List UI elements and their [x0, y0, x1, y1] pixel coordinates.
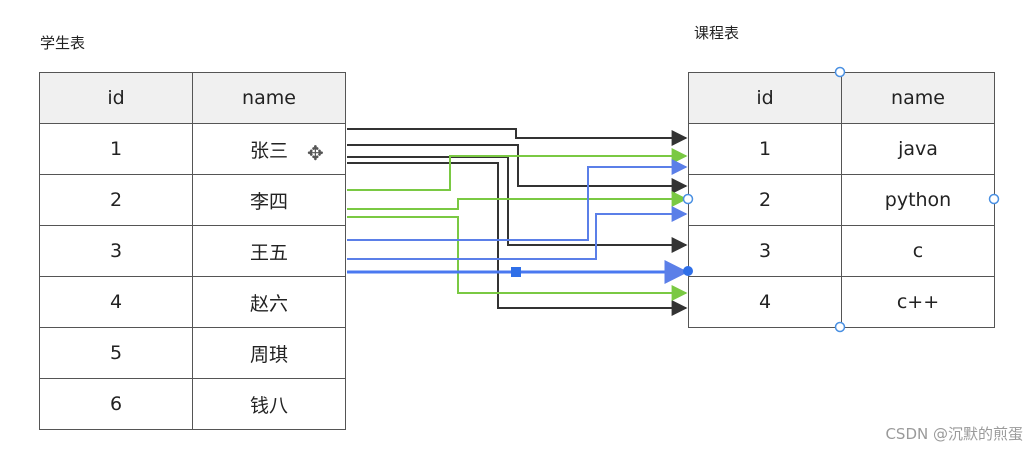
connector-midpoint-handle[interactable] — [511, 267, 521, 277]
move-icon: ✥ — [307, 141, 324, 165]
course-name-cell: c++ — [841, 276, 995, 328]
student-name-cell: 钱八 — [192, 378, 346, 430]
connector-student1-course2[interactable] — [347, 144, 688, 194]
table-row: 4 赵六 — [39, 276, 346, 328]
connector-student2-course2[interactable] — [347, 191, 688, 210]
table-row: 1 张三 — [39, 123, 346, 175]
course-id-cell: 3 — [688, 225, 842, 277]
column-header-name: name — [841, 72, 995, 124]
student-name-cell: 张三 — [192, 123, 346, 175]
student-id-cell: 4 — [39, 276, 193, 328]
student-name-cell: 李四 — [192, 174, 346, 226]
resize-handle-right[interactable] — [988, 193, 1000, 205]
connector-student1-course4[interactable] — [347, 162, 688, 316]
course-name-cell: java — [841, 123, 995, 175]
watermark: CSDN @沉默的煎蛋 — [885, 425, 1023, 443]
column-header-id: id — [39, 72, 193, 124]
student-table: id name 1 张三 2 李四 3 王五 4 赵六 5 周琪 6 钱八 — [39, 72, 346, 430]
table-row: 1 java — [688, 123, 995, 175]
connector-student3-course1[interactable] — [347, 159, 688, 241]
connector-student2-course1[interactable] — [347, 148, 688, 191]
course-table[interactable]: id name 1 java 2 python 3 c 4 c++ — [688, 72, 995, 328]
table-row: 6 钱八 — [39, 378, 346, 430]
table-header-row: id name — [39, 72, 346, 124]
course-id-cell: 4 — [688, 276, 842, 328]
table-row: 3 王五 — [39, 225, 346, 277]
student-id-cell: 6 — [39, 378, 193, 430]
connector-student1-course1[interactable] — [347, 128, 688, 146]
course-table-caption: 课程表 — [694, 24, 740, 42]
student-table-caption: 学生表 — [40, 34, 86, 52]
resize-handle-bottom[interactable] — [834, 321, 846, 333]
resize-handle-left[interactable] — [682, 193, 694, 205]
student-id-cell: 3 — [39, 225, 193, 277]
course-name-cell: python — [841, 174, 995, 226]
connector-student3-course2[interactable] — [347, 206, 688, 260]
connector-student1-course3[interactable] — [347, 156, 688, 253]
course-id-cell: 2 — [688, 174, 842, 226]
resize-handle-top[interactable] — [834, 66, 846, 78]
table-header-row: id name — [688, 72, 995, 124]
table-row: 4 c++ — [688, 276, 995, 328]
student-id-cell: 1 — [39, 123, 193, 175]
student-id-cell: 2 — [39, 174, 193, 226]
column-header-id: id — [688, 72, 842, 124]
table-row: 2 李四 — [39, 174, 346, 226]
column-header-name: name — [192, 72, 346, 124]
connector-student2-course4[interactable] — [347, 216, 688, 301]
connector-endpoint-handle[interactable] — [683, 266, 693, 276]
table-row: 2 python — [688, 174, 995, 226]
student-name-cell: 周琪 — [192, 327, 346, 379]
